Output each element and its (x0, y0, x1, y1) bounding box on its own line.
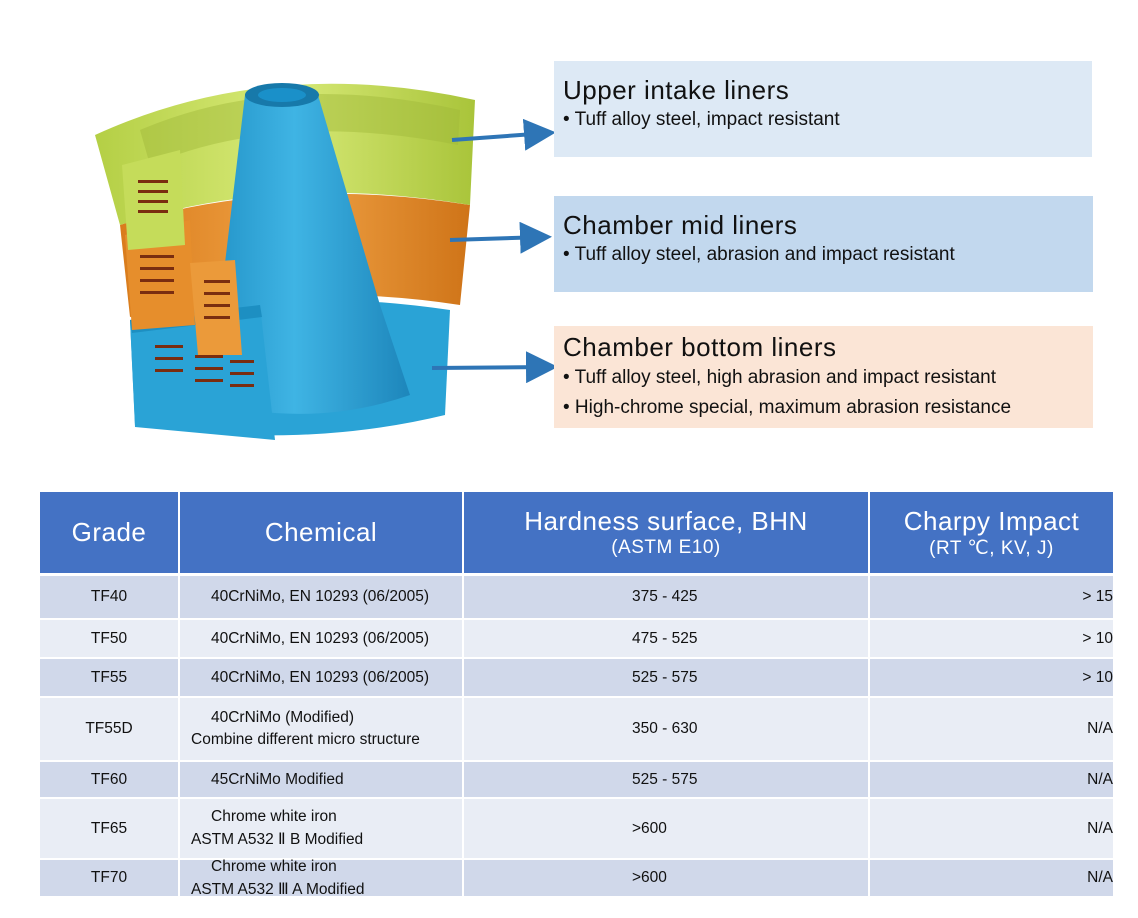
cell-hardness: 525 - 575 (464, 762, 868, 797)
callout-point: • Tuff alloy steel, impact resistant (563, 109, 840, 130)
header-hardness: Hardness surface, BHN (ASTM E10) (464, 492, 868, 573)
cell-charpy: N/A (870, 860, 1113, 896)
cell-charpy: N/A (870, 762, 1113, 797)
cell-grade: TF70 (40, 860, 178, 896)
callout-title: Chamber bottom liners (563, 332, 837, 362)
callout-point: • Tuff alloy steel, high abrasion and im… (563, 367, 996, 388)
cell-chemical: 40CrNiMo, EN 10293 (06/2005) (180, 659, 462, 696)
cell-hardness: 375 - 425 (464, 576, 868, 618)
cell-charpy: N/A (870, 799, 1113, 858)
cell-grade: TF40 (40, 576, 178, 618)
callout-title: Chamber mid liners (563, 210, 798, 240)
callout-chamber-mid-liners: Chamber mid liners • Tuff alloy steel, a… (554, 196, 1093, 292)
callout-point: • Tuff alloy steel, abrasion and impact … (563, 244, 955, 265)
cone-crusher-liners-illustration (95, 83, 475, 440)
cell-chemical: 45CrNiMo Modified (180, 762, 462, 797)
cell-hardness: 475 - 525 (464, 620, 868, 657)
cell-charpy: > 10 (870, 659, 1113, 696)
cell-charpy: > 15 (870, 576, 1113, 618)
callout-chamber-bottom-liners: Chamber bottom liners • Tuff alloy steel… (554, 326, 1093, 428)
cell-chemical: 40CrNiMo, EN 10293 (06/2005) (180, 576, 462, 618)
header-charpy: Charpy Impact (RT ℃, KV, J) (870, 492, 1113, 573)
cell-grade: TF55D (40, 698, 178, 760)
callout-upper-intake-liners: Upper intake liners • Tuff alloy steel, … (554, 61, 1092, 157)
cell-charpy: N/A (870, 698, 1113, 760)
cell-chemical: 40CrNiMo, EN 10293 (06/2005) (180, 620, 462, 657)
cell-grade: TF50 (40, 620, 178, 657)
cell-hardness: 525 - 575 (464, 659, 868, 696)
header-chemical: Chemical (180, 492, 462, 573)
table-header-row: Grade Chemical Hardness surface, BHN (AS… (40, 492, 1113, 573)
cell-hardness: 350 - 630 (464, 698, 868, 760)
cell-grade: TF65 (40, 799, 178, 858)
cell-charpy: > 10 (870, 620, 1113, 657)
cell-grade: TF55 (40, 659, 178, 696)
cell-chemical: 40CrNiMo (Modified)Combine different mic… (180, 698, 462, 760)
cell-hardness: >600 (464, 860, 868, 896)
callout-title: Upper intake liners (563, 75, 790, 105)
cell-hardness: >600 (464, 799, 868, 858)
cell-grade: TF60 (40, 762, 178, 797)
callout-point: • High-chrome special, maximum abrasion … (563, 397, 1012, 418)
header-grade: Grade (40, 492, 178, 573)
